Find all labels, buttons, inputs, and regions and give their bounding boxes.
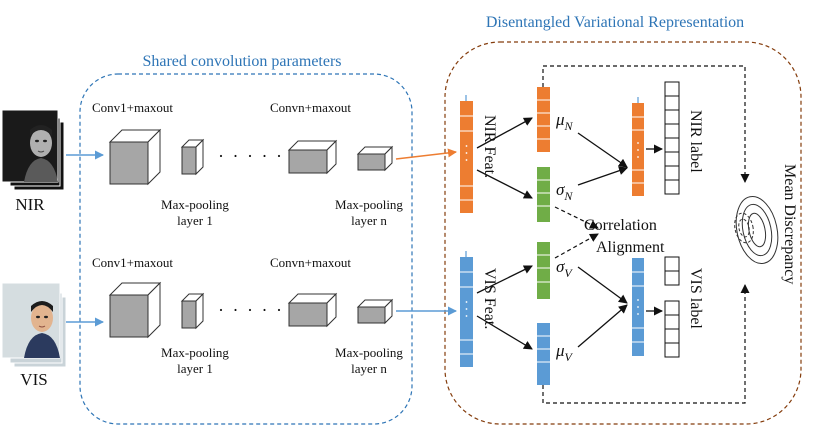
sigma-v-to-recon-arrow xyxy=(577,266,628,304)
mu-v-bar xyxy=(537,323,550,385)
nir-face-images xyxy=(1,109,65,191)
distribution-contour-icon xyxy=(734,195,779,265)
sigma-n-to-corr-arrow xyxy=(554,206,599,229)
vis-ellipsis: · · · · · · xyxy=(218,300,298,320)
vis-face-images xyxy=(1,282,67,368)
nir-pooln-block xyxy=(356,145,394,172)
sigma-v-to-corr-arrow xyxy=(554,233,599,259)
vis-convn-label: Convn+maxout xyxy=(270,255,351,270)
nir-feat-label: NIR Feat. xyxy=(481,115,498,178)
vis-feat-to-mu-arrow xyxy=(476,315,533,350)
nir-label-text: NIR label xyxy=(687,110,704,173)
vis-pooln-label-line2: layer n xyxy=(351,361,387,376)
sigma-v-label: σV xyxy=(556,257,573,280)
nir-pool1-label-line2: layer 1 xyxy=(177,213,213,228)
nir-pooln-label-line2: layer n xyxy=(351,213,387,228)
nir-recon-feat-bar xyxy=(632,103,644,196)
mu-n-bar xyxy=(537,87,550,152)
disentangled-box xyxy=(444,41,802,425)
sigma-n-bar xyxy=(537,167,550,222)
vis-pool1-block xyxy=(180,292,205,330)
vis-recon-feat-bar xyxy=(632,258,644,356)
vis-label-text: VIS label xyxy=(687,268,704,329)
vis-feat-to-sigma-arrow xyxy=(476,265,533,294)
vis-pooln-label-line1: Max-pooling xyxy=(335,345,403,360)
vis-conv1-label: Conv1+maxout xyxy=(92,255,173,270)
sigma-n-label: σN xyxy=(556,180,573,203)
nir-feat-to-mu-arrow xyxy=(476,117,533,149)
mu-n-to-recon-arrow xyxy=(577,132,628,168)
vis-feat-label: VIS Feat. xyxy=(481,268,498,329)
nir-face-icon xyxy=(24,125,58,182)
shared-params-box xyxy=(79,73,413,425)
vis-pooln-block xyxy=(356,298,394,325)
correlation-alignment-line1: Correlation xyxy=(584,217,657,234)
mu-n-label: μN xyxy=(555,110,574,133)
nir-feat-to-sigma-arrow xyxy=(476,169,533,199)
nir-convn-block xyxy=(287,139,338,175)
sigma-n-to-recon-arrow xyxy=(577,166,628,186)
vis-pool1-label-line2: layer 1 xyxy=(177,361,213,376)
nir-cnn-to-feat-arrow xyxy=(395,148,457,160)
nir-input-label: NIR xyxy=(15,195,45,214)
mu-v-to-recon-arrow xyxy=(577,304,628,348)
disentangled-title: Disentangled Variational Representation xyxy=(486,14,744,31)
vis-label-grid xyxy=(664,256,680,358)
nir-pooln-label-line1: Max-pooling xyxy=(335,197,403,212)
mu-n-to-mean-discrepancy-arrow xyxy=(542,65,750,183)
vis-conv1-block xyxy=(108,281,162,339)
nir-label-grid xyxy=(664,81,680,195)
nir-convn-label: Convn+maxout xyxy=(270,100,351,115)
vis-convn-block xyxy=(287,292,338,328)
nir-conv1-block xyxy=(108,128,162,186)
nir-ellipsis: · · · · · · xyxy=(218,146,298,166)
mu-v-label: μV xyxy=(555,341,574,364)
mean-discrepancy-label: Mean Discrepancy xyxy=(781,164,798,284)
sigma-v-bar xyxy=(537,242,550,299)
vis-pool1-label-line1: Max-pooling xyxy=(161,345,229,360)
mu-v-to-mean-discrepancy-arrow xyxy=(542,284,750,404)
vis-face-icon xyxy=(24,301,60,358)
correlation-alignment-line2: Alignment xyxy=(596,239,665,256)
nir-conv1-label: Conv1+maxout xyxy=(92,100,173,115)
vis-feat-bar xyxy=(460,257,473,367)
nir-pool1-label-line1: Max-pooling xyxy=(161,197,229,212)
vis-input-label: VIS xyxy=(20,370,47,389)
shared-params-title: Shared convolution parameters xyxy=(142,53,341,70)
nir-feat-bar xyxy=(460,101,473,213)
nir-pool1-block xyxy=(180,138,205,176)
